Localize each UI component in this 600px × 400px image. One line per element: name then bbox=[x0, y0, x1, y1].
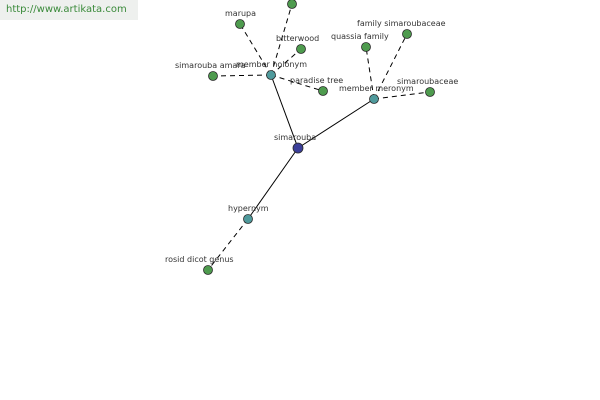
edge-member-holonym-bitterwood bbox=[270, 48, 302, 76]
edge-simarouba-hypernym bbox=[247, 147, 299, 220]
node-marupa[interactable] bbox=[235, 19, 245, 29]
label-simarouba[interactable]: simarouba bbox=[274, 133, 316, 142]
node-paradise-tree[interactable] bbox=[318, 86, 328, 96]
label-simaroubaceae[interactable]: simaroubaceae bbox=[397, 77, 458, 86]
edge-member-holonym-paradise-tree bbox=[270, 74, 324, 92]
node-top-unlabeled[interactable] bbox=[287, 0, 297, 9]
node-member-meronym[interactable] bbox=[369, 94, 379, 104]
edge-member-meronym-family-simaroubaceae bbox=[373, 33, 408, 100]
node-quassia-family[interactable] bbox=[361, 42, 371, 52]
watermark-url[interactable]: http://www.artikata.com bbox=[0, 0, 138, 20]
node-simarouba-amara[interactable] bbox=[208, 71, 218, 81]
edge-member-holonym-simarouba-amara bbox=[212, 74, 272, 77]
node-simarouba[interactable] bbox=[292, 142, 304, 154]
label-paradise-tree[interactable]: paradise tree bbox=[290, 76, 343, 85]
label-hypernym[interactable]: hypernym bbox=[228, 204, 269, 213]
label-member-meronym[interactable]: member meronym bbox=[339, 84, 414, 93]
label-bitterwood[interactable]: bitterwood bbox=[276, 34, 319, 43]
label-family-simaroubaceae[interactable]: family simaroubaceae bbox=[357, 19, 446, 28]
edge-hypernym-rosid-dicot-genus bbox=[207, 218, 249, 271]
edge-member-holonym-marupa bbox=[239, 23, 272, 76]
edge-simarouba-member-holonym bbox=[270, 74, 299, 149]
node-simaroubaceae[interactable] bbox=[425, 87, 435, 97]
node-bitterwood[interactable] bbox=[296, 44, 306, 54]
node-member-holonym[interactable] bbox=[266, 70, 276, 80]
edge-member-holonym-top-unlabeled bbox=[270, 3, 293, 76]
label-quassia-family[interactable]: quassia family bbox=[331, 32, 389, 41]
edge-member-meronym-simaroubaceae bbox=[373, 91, 431, 100]
label-member-holonym[interactable]: member holonym bbox=[236, 60, 307, 69]
node-hypernym[interactable] bbox=[243, 214, 253, 224]
label-marupa[interactable]: marupa bbox=[225, 9, 256, 18]
node-rosid-dicot-genus[interactable] bbox=[203, 265, 213, 275]
label-rosid-dicot-genus[interactable]: rosid dicot genus bbox=[165, 255, 234, 264]
edge-simarouba-member-meronym bbox=[297, 98, 375, 149]
label-simarouba-amara[interactable]: simarouba amara bbox=[175, 61, 246, 70]
node-family-simaroubaceae[interactable] bbox=[402, 29, 412, 39]
